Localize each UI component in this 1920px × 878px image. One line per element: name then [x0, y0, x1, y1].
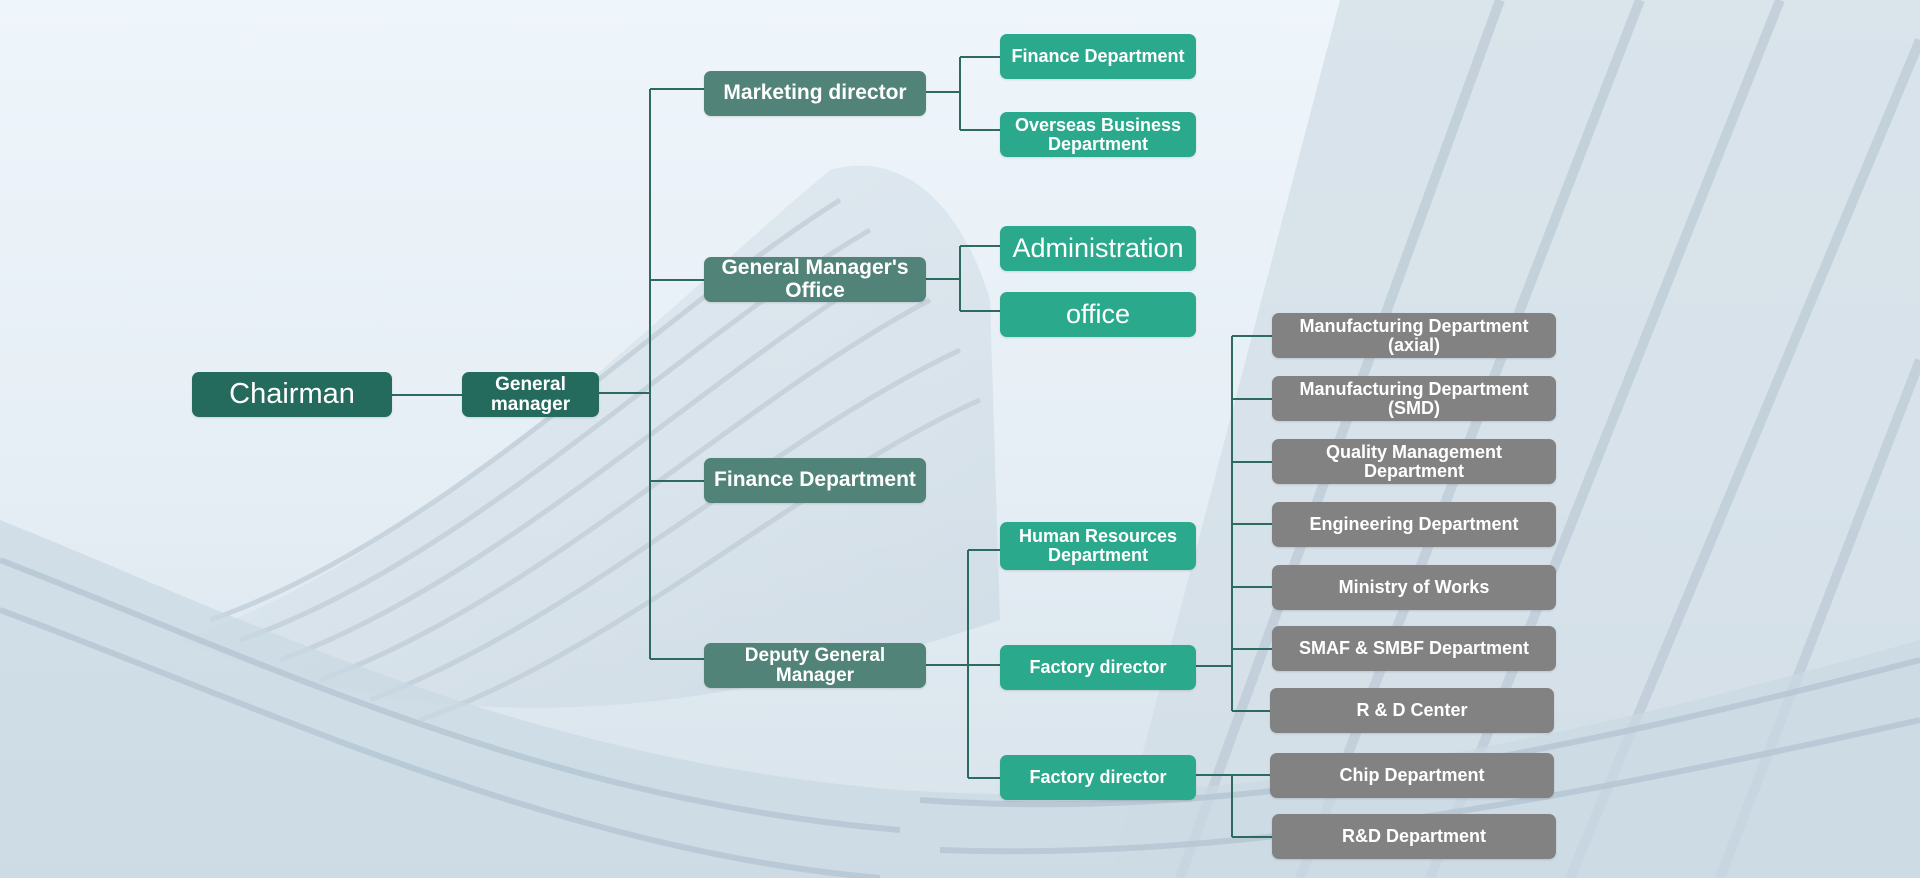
node-quality-mgmt[interactable]: Quality Management Department [1272, 439, 1556, 484]
node-engineering[interactable]: Engineering Department [1272, 502, 1556, 547]
node-chip-department[interactable]: Chip Department [1270, 753, 1554, 798]
node-finance-department[interactable]: Finance Department [704, 458, 926, 503]
node-marketing-director[interactable]: Marketing director [704, 71, 926, 116]
node-factory-director-1[interactable]: Factory director [1000, 645, 1196, 690]
node-administration[interactable]: Administration [1000, 226, 1196, 271]
node-overseas-business[interactable]: Overseas Business Department [1000, 112, 1196, 157]
node-deputy-gm[interactable]: Deputy General Manager [704, 643, 926, 688]
node-ministry-works[interactable]: Ministry of Works [1272, 565, 1556, 610]
node-office[interactable]: office [1000, 292, 1196, 337]
node-rd-center[interactable]: R & D Center [1270, 688, 1554, 733]
node-factory-director-2[interactable]: Factory director [1000, 755, 1196, 800]
node-mfg-axial[interactable]: Manufacturing Department (axial) [1272, 313, 1556, 358]
node-finance-dept-marketing[interactable]: Finance Department [1000, 34, 1196, 79]
node-general-manager[interactable]: General manager [462, 372, 599, 417]
node-rd-department[interactable]: R&D Department [1272, 814, 1556, 859]
node-smaf-smbf[interactable]: SMAF & SMBF Department [1272, 626, 1556, 671]
node-mfg-smd[interactable]: Manufacturing Department (SMD) [1272, 376, 1556, 421]
node-hr-department[interactable]: Human Resources Department [1000, 522, 1196, 570]
node-gm-office[interactable]: General Manager's Office [704, 257, 926, 302]
node-chairman[interactable]: Chairman [192, 372, 392, 417]
